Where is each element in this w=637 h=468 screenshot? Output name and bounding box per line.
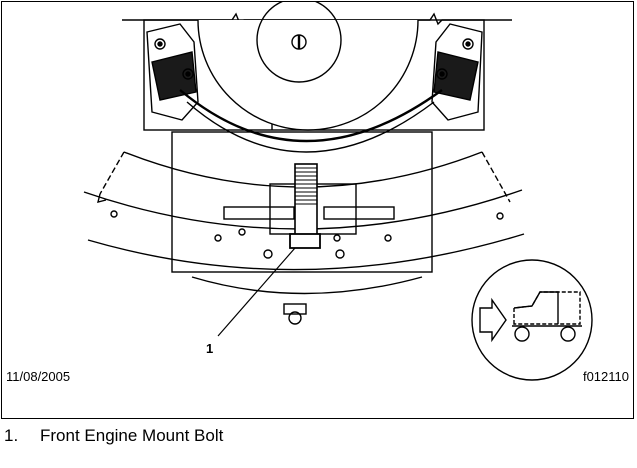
oil-pan	[191, 276, 423, 295]
figure-date: 11/08/2005	[6, 369, 71, 384]
illustration-frame: 1 11/08/2005 f012110	[1, 1, 634, 419]
legend-item-label: Front Engine Mount Bolt	[40, 426, 224, 445]
mount-plate-left	[223, 206, 295, 220]
mount-plate-right	[323, 206, 395, 220]
legend-item: 1. Front Engine Mount Bolt	[4, 426, 223, 446]
flywheel	[197, 19, 419, 131]
truck-front-direction-icon	[471, 259, 593, 381]
callout-1-label: 1	[206, 341, 214, 356]
legend-item-number: 1.	[4, 426, 19, 445]
engine-mount-illustration	[83, 2, 593, 381]
callout-leader	[217, 247, 296, 337]
mount-strap	[179, 89, 443, 143]
figure-id: f012110	[582, 369, 629, 384]
